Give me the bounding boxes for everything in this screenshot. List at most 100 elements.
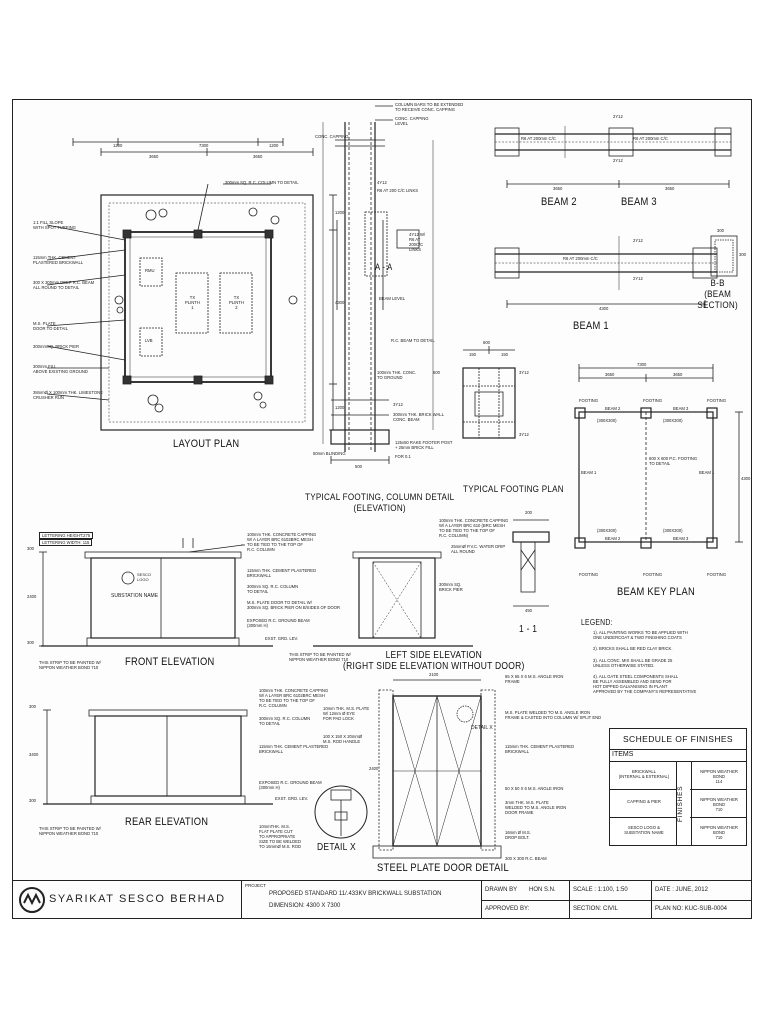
schedule-col-items: ITEMS [612,751,634,758]
beam1-dim: 4300 [599,306,609,311]
schedule-col-finishes: FINISHES [677,785,684,823]
bkp-footing-bot-3: FOOTING [707,572,727,577]
front-note-grd-lev: EXST. GRD. LEV. [265,636,299,641]
project-label: PROJECT [245,883,267,888]
section-note-drip: 25mmØ P.V.C. WATER DRIP ALL ROUND [451,544,506,554]
beam1-note-links: R6 AT 200mm C/C [563,256,598,261]
layout-note-fill-slope: 1:1 FILL SLOPE WITH SPOT TURFING [33,220,76,230]
layout-plan-title: LAYOUT PLAN [173,438,240,450]
door-note-drop-bolt: 16mm Ø M.S. DROP BOLT. [505,830,531,840]
bkp-footing-bot-2: FOOTING [643,572,663,577]
fcd-note-column-bars: COLUMN BARS TO BE EXTENDED TO RECEIVE CO… [395,102,464,112]
fcd-note-capping-level: CONC. CAPPING LEVEL [395,116,429,126]
bkp-footing-note: 600 X 600 P.C. FOOTING TO DETAIL [649,456,698,466]
layout-note-fill: 300mm FILL ABOVE EXISTING GROUND [33,364,88,374]
drawing-linework [39,105,743,859]
detail-x-drawing [314,785,368,839]
door-detail-x-label: DETAIL X [471,725,493,731]
bkp-beam2-bottom: BEAM 2 [605,536,621,541]
beam2-title: BEAM 2 [541,196,577,208]
legend-item-3: 3). ALL CONC. MIX SHALL BE GRADE 25 UNLE… [593,658,673,668]
layout-dim-sub-1: 3650 [149,154,159,159]
bkp-dim-1: 3650 [605,372,615,377]
door-note-plate: 3mm THK. M.S. PLATE WELDED TO M.S. ANGLE… [505,800,567,815]
layout-note-rc-beam: 300 X 300mm DEEP R.C. BEAM ALL ROUND TO … [33,280,95,290]
beam-key-plan-drawing [574,364,743,549]
rear-elevation-drawing [43,709,273,805]
layout-dim-right-1: 1200 [335,210,345,215]
project-name: PROPOSED STANDARD 11/.433KV BRICKWALL SU… [269,891,442,897]
footing-column-detail-drawing [322,105,434,464]
door-note-angle: 50 X 50 X 6 M.S. ANGLE IRON [505,786,564,791]
beam-section-dim-h: 300 [739,252,746,257]
rear-note-ground-beam: EXPOSED R.C. GROUND BEAM (300mm H) [259,780,322,790]
beam-section-title: B-B (BEAM SECTION) [697,278,738,311]
schedule-row3-finish: NIPPON WEATHER BOND 710 [700,825,738,840]
fcd-note-blinding: 50mm BLINDING [313,451,346,456]
tfp-dim-150a: 150 [469,352,476,357]
company-name: SYARIKAT SESCO BERHAD [49,893,226,905]
beam1-title: BEAM 1 [573,320,609,332]
tfp-title: TYPICAL FOOTING PLAN [463,484,564,495]
bkp-beam1-right: BEAM 1 [699,470,715,475]
fcd-title: TYPICAL FOOTING, COLUMN DETAIL (ELEVATIO… [305,492,455,514]
substation-name-sign: SUBSTATION NAME [111,593,159,599]
tfp-note-1: 3Y12 [519,370,529,375]
front-note-brickwall: 115mm THK. CEMENT PLASTERED BRICKWALL [247,568,317,578]
front-note-door: M.S. PLATE DOOR TO DETAIL W/ 300mm SQ. B… [247,600,341,610]
door-dim-height: 2400 [369,766,379,771]
left-elevation-title: LEFT SIDE ELEVATION (RIGHT SIDE ELEVATIO… [343,650,525,672]
left-note-strip: THIS STRIP TO BE PAINTED W/ NIPPON WEATH… [289,652,351,662]
rear-note-capping: 100mm THK. CONCRETE CAPPING W/ A LAYER B… [259,688,329,708]
layout-dim-right-3: 1200 [335,405,345,410]
lettering-width: LETTERING WIDTH: 115 [39,539,93,546]
legend-title: LEGEND: [581,618,613,627]
lettering-height: LETTERING HEIGHT:275 [39,532,94,539]
fcd-note-brick-wall: 300mm THK. BRICK WALL CONC. BEAM [393,412,444,422]
date-value: DATE : JUNE, 2012 [655,887,708,893]
door-note-rc-beam: 300 X 300 R.C. BEAM [505,856,547,861]
bkp-size-3: (300X300) [597,528,617,533]
front-note-capping: 100mm THK. CONCRETE CAPPING W/ A LAYER B… [247,532,317,552]
tfp-dim-600: 600 [483,340,490,345]
bkp-beam3-top: BEAM 3 [673,406,689,411]
front-note-column: 300mm SQ. R.C. COLUMN TO DETAIL [247,584,299,594]
project-dimension: DIMENSION: 4300 X 7300 [269,903,341,909]
section-value: SECTION: CIVIL [573,906,619,912]
layout-room-lvb: LVB [145,338,153,343]
fcd-note-rc-beam: R.C. BEAM TO DETAIL [391,338,435,343]
rear-note-grd-lev: EXST. GRD. LEV. [275,796,309,801]
front-dim-3: 300 [27,640,34,645]
rear-note-brickwall: 115mm THK. CEMENT PLASTERED BRICKWALL [259,744,329,754]
legend-item-1: 1). ALL PAINTING WORKS TO BE APPLIED WIT… [593,630,688,640]
detailx-note-plate: 10mmTHK. M.S. FLAT PLATE CUT TO APPROPRI… [259,824,302,849]
section-dim-200: 200 [525,510,532,515]
rear-note-strip: THIS STRIP TO BE PAINTED W/ NIPPON WEATH… [39,826,101,836]
fcd-dim-600: 600 [433,370,440,375]
section-note-capping: 100mm THK. CONCRETE CAPPING W/ A LAYER B… [439,518,509,538]
rear-elevation-title: REAR ELEVATION [125,816,209,828]
detailx-note-handle: 100 X 150 X 20mmØ M.S. ROD HANDLE [323,734,363,744]
layout-note-column: 300mm SQ. R.C. COLUMN TO DETAIL [225,180,299,185]
bkp-dim-2: 3650 [673,372,683,377]
bkp-title: BEAM KEY PLAN [617,586,695,598]
schedule-row3-item: SESCO LOGO & SUBSTATION NAME [624,825,664,835]
bkp-size-2: (300X300) [663,418,683,423]
fcd-note-links: R6 AT 200 C/C LINKS [377,188,419,193]
fcd-note-beam-level: BEAM LEVEL [379,296,406,301]
scale-value: SCALE : 1:100, 1:50 [573,887,628,893]
rear-dim-2: 3400 [29,752,39,757]
section-1-1-drawing [512,519,550,607]
bkp-size-4: (300X300) [663,528,683,533]
beam-2-3-drawing [494,126,732,188]
sesco-logo-text: SESCO LOGO [137,572,152,582]
fcd-note-4y12: 4Y12 [377,180,387,185]
layout-room-tx2: TX PLINTH 2 [229,295,244,310]
section-11-title: 1 - 1 [519,624,538,635]
drawing-sheet: 1200 7300 1200 3650 3650 1200 4300 1200 … [12,99,752,919]
schedule-row1-item: BRICKWALL (INTERNAL & EXTERNAL) [618,769,670,779]
approved-by-label: APPROVED BY: [485,906,530,912]
layout-dim-right-2: 4300 [335,300,345,305]
plan-no-value: PLAN NO: KUC-SUB-0004 [655,906,728,912]
beam3-title: BEAM 3 [621,196,657,208]
